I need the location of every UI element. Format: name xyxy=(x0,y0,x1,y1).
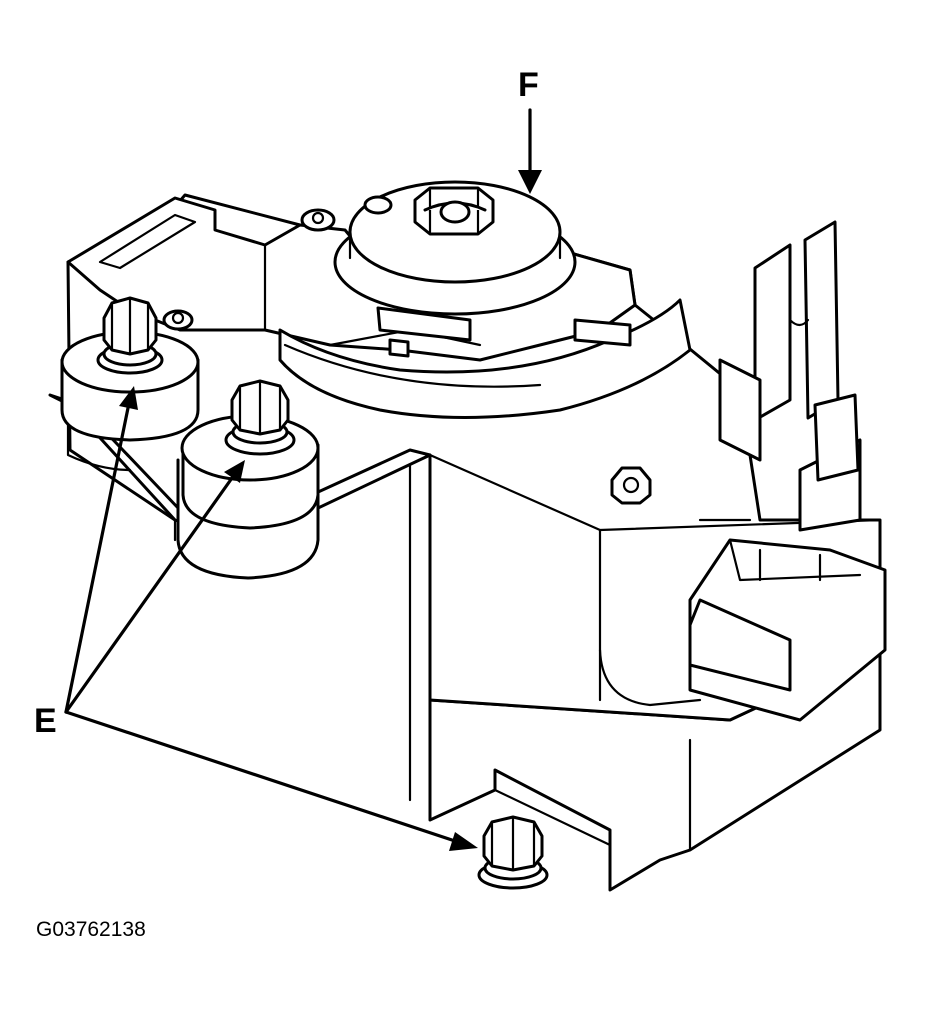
small-nut-right xyxy=(610,466,652,505)
small-nut-top xyxy=(300,208,336,232)
bolt-center xyxy=(224,379,296,456)
small-nut-left xyxy=(162,309,194,331)
left-bracket xyxy=(48,393,432,547)
callout-label-e: E xyxy=(34,702,57,740)
figure-id: G03762138 xyxy=(36,918,146,941)
rotary-dial xyxy=(333,180,577,316)
bolt-bottom xyxy=(477,815,549,890)
connector-plug xyxy=(688,518,887,722)
callout-label-f: F xyxy=(518,66,539,104)
callout-arrow-f xyxy=(518,108,542,194)
dial-base xyxy=(278,298,692,419)
right-bracket xyxy=(718,220,862,532)
bolt-left xyxy=(96,296,164,375)
callout-arrows-e xyxy=(64,386,478,851)
